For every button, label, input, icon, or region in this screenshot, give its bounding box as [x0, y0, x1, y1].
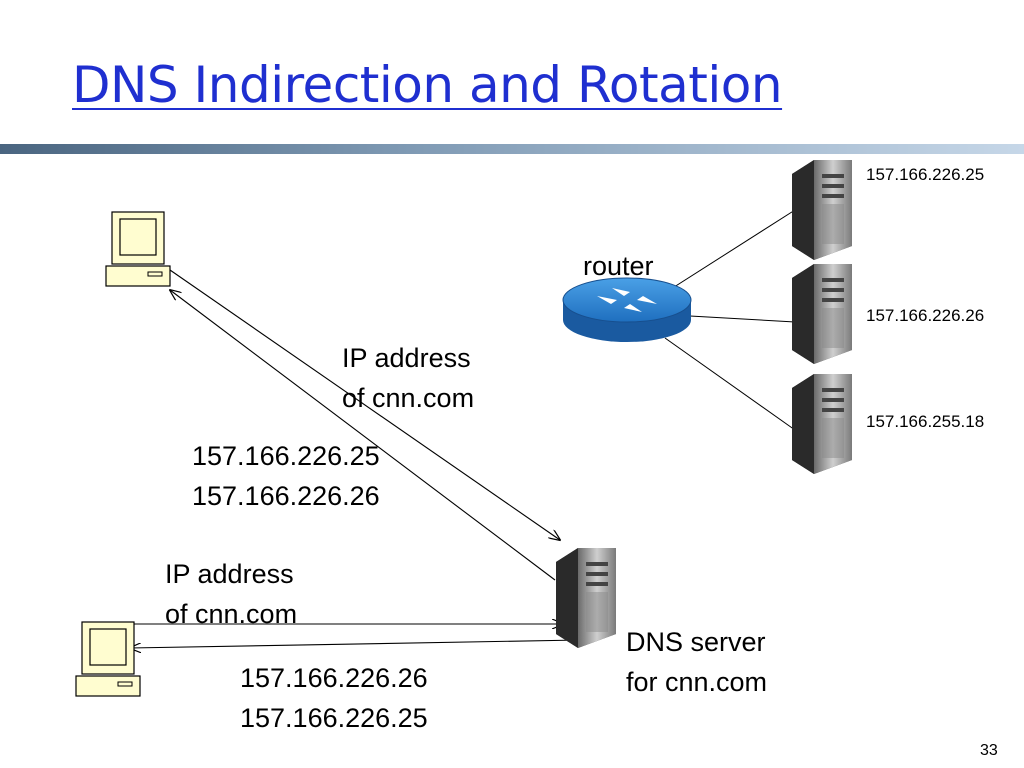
- dns-server-label: DNS server for cnn.com: [626, 627, 768, 697]
- slide-title: DNS Indirection and Rotation: [72, 56, 783, 114]
- router-server2-link: [689, 315, 796, 323]
- answer1-label: 157.166.226.25 157.166.226.26: [192, 441, 380, 511]
- server-icon: [792, 264, 852, 364]
- router-server1-link: [659, 209, 796, 297]
- client-computer-icon: [105, 211, 171, 287]
- client-computer-icon: [75, 621, 141, 697]
- answer2-label: 157.166.226.26 157.166.226.25: [240, 663, 428, 733]
- dns-server-icon: [556, 548, 616, 648]
- server-icon: [792, 374, 852, 474]
- server-ip-label: 157.166.226.25: [866, 165, 985, 184]
- router-icon: [562, 277, 692, 342]
- answer1-arrow: [170, 290, 556, 581]
- answer2-arrow: [130, 639, 581, 648]
- query1-label: IP address of cnn.com: [342, 343, 475, 413]
- query2-label: IP address of cnn.com: [165, 559, 298, 629]
- page-number: 33: [980, 742, 998, 759]
- router-label: router: [583, 251, 654, 281]
- title-divider-bar: [0, 144, 1024, 154]
- server-icon: [792, 160, 852, 260]
- router-server3-link: [664, 337, 796, 431]
- query1-arrow: [169, 269, 560, 540]
- server-ip-label: 157.166.255.18: [866, 412, 985, 431]
- server-ip-label: 157.166.226.26: [866, 306, 985, 325]
